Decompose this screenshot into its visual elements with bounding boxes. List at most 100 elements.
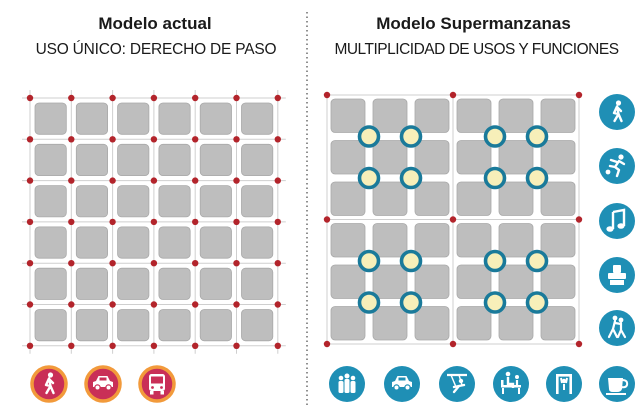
intersection-dot — [274, 177, 281, 184]
city-block — [117, 267, 150, 300]
city-block — [540, 223, 576, 258]
city-block — [75, 309, 109, 342]
city-block — [330, 306, 366, 341]
city-block — [75, 102, 109, 135]
intersection-dot — [233, 218, 240, 226]
intersection-dot — [449, 216, 457, 223]
city-block — [75, 267, 109, 300]
city-block — [75, 226, 109, 259]
left-subtitle: USO ÚNICO: DERECHO DE PASO — [35, 41, 277, 58]
music-note-icon — [599, 203, 635, 239]
city-block — [34, 185, 67, 218]
walking-icon — [599, 94, 635, 130]
city-block — [540, 140, 576, 175]
intersection-dot — [150, 94, 158, 102]
intersection-dot — [233, 260, 240, 267]
city-block — [117, 102, 150, 135]
car-icon — [84, 365, 122, 403]
city-block — [117, 309, 150, 342]
swing-icon — [439, 366, 475, 402]
intersection-dot — [192, 260, 199, 267]
city-block — [372, 223, 408, 258]
city-block — [414, 181, 450, 216]
intersection-dot — [68, 218, 75, 226]
city-block — [199, 185, 232, 218]
intersection-dot — [575, 216, 583, 223]
intersection-dot — [449, 91, 457, 99]
city-block — [414, 98, 450, 133]
intersection-dot — [192, 301, 199, 308]
public-space-node — [525, 166, 549, 190]
city-block — [34, 143, 67, 177]
city-block — [456, 98, 492, 133]
city-block — [498, 223, 534, 258]
intersection-dot — [192, 218, 199, 226]
city-block — [372, 140, 408, 175]
intersection-dot — [233, 342, 240, 349]
intersection-dot — [233, 301, 240, 308]
city-block — [158, 226, 191, 259]
intersection-dot — [274, 301, 281, 308]
city-block — [241, 309, 274, 342]
city-block — [241, 185, 274, 218]
bench-icon — [493, 366, 529, 402]
intersection-dot — [575, 340, 583, 348]
city-block — [414, 223, 450, 258]
intersection-dot — [150, 342, 158, 349]
city-block — [456, 181, 492, 216]
intersection-dot — [274, 260, 281, 267]
city-block — [330, 98, 366, 133]
city-block — [330, 264, 366, 299]
left-street-grid — [22, 90, 286, 354]
city-block — [199, 102, 232, 135]
city-block — [34, 226, 67, 259]
intersection-dot — [323, 91, 331, 99]
city-block — [330, 140, 366, 175]
city-block — [241, 267, 274, 300]
intersection-dot — [150, 136, 158, 143]
city-block — [34, 309, 67, 342]
city-block — [241, 143, 274, 177]
intersection-dot — [26, 301, 34, 308]
public-space-node — [483, 249, 507, 273]
city-block — [117, 226, 150, 259]
intersection-dot — [68, 342, 75, 349]
intersection-dot — [68, 94, 75, 102]
public-space-node — [399, 291, 423, 314]
public-space-node — [399, 249, 423, 273]
public-space-node — [525, 125, 549, 148]
city-block — [540, 306, 576, 341]
public-space-node — [525, 249, 549, 273]
city-block — [199, 143, 232, 177]
city-block — [498, 98, 534, 133]
public-space-node — [357, 166, 381, 190]
intersection-dot — [109, 136, 116, 143]
right-subtitle: MULTIPLICIDAD DE USOS Y FUNCIONES — [334, 41, 619, 58]
city-block — [158, 309, 191, 342]
public-space-node — [357, 249, 381, 273]
city-block — [199, 267, 232, 300]
water-fountain-icon — [599, 257, 635, 293]
car-icon — [384, 366, 420, 402]
city-block — [330, 223, 366, 258]
intersection-dot — [575, 91, 583, 99]
intersection-dot — [150, 301, 158, 308]
city-block — [414, 140, 450, 175]
city-block — [540, 181, 576, 216]
intersection-dot — [449, 340, 457, 348]
intersection-dot — [192, 94, 199, 102]
right-title: Modelo Supermanzanas — [376, 14, 571, 33]
public-space-node — [357, 125, 381, 148]
intersection-dot — [26, 177, 34, 184]
intersection-dot — [323, 216, 331, 223]
city-block — [34, 267, 67, 300]
city-block — [498, 306, 534, 341]
intersection-dot — [68, 301, 75, 308]
city-block — [540, 98, 576, 133]
public-space-node — [399, 166, 423, 190]
public-space-node — [483, 291, 507, 314]
city-block — [498, 140, 534, 175]
city-block — [372, 181, 408, 216]
intersection-dot — [233, 136, 240, 143]
